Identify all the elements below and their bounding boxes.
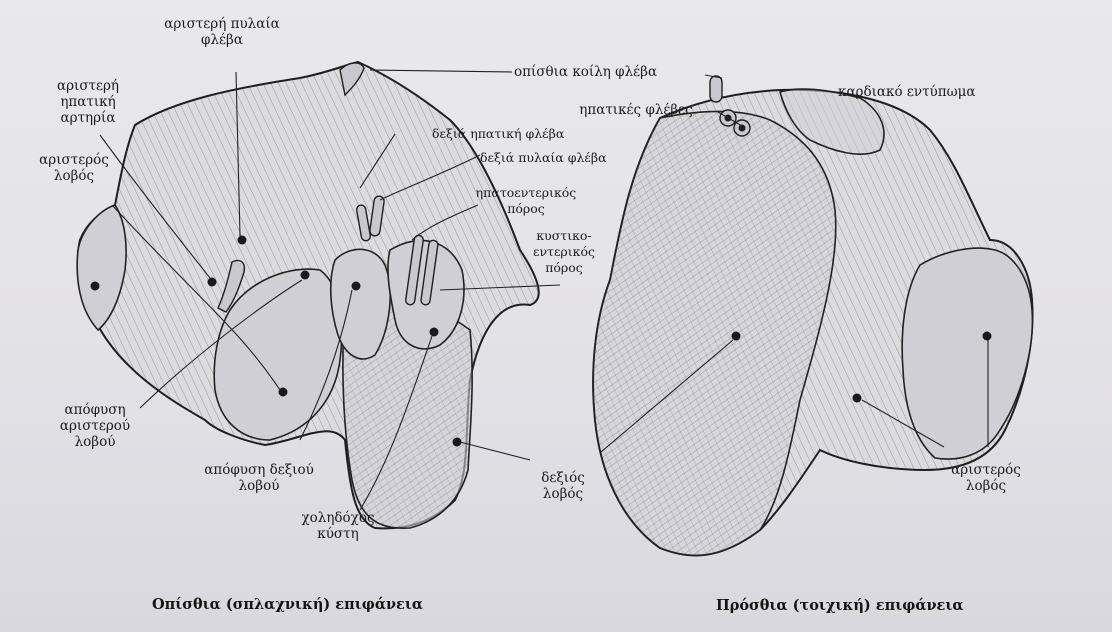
label-left-lobe-process: απόφυση αριστερού λοβού xyxy=(50,402,140,450)
label-right-lobe-process: απόφυση δεξιού λοβού xyxy=(194,462,324,494)
label-posterior-right-lobe: δεξιός λοβός xyxy=(528,470,598,502)
label-left-portal-vein: αριστερή πυλαία φλέβα xyxy=(137,16,307,48)
label-gallbladder: χοληδόχος κύστη xyxy=(298,510,378,542)
caption-posterior-surface: Οπίσθια (σπλαχνική) επιφάνεια xyxy=(152,596,423,613)
label-anterior-left-lobe: αριστερός λοβός xyxy=(946,462,1026,494)
label-hepatic-veins: ηπατικές φλέβες xyxy=(556,102,716,118)
label-posterior-left-lobe: αριστερός λοβός xyxy=(34,152,114,184)
label-cystoenteric-duct: κυστικο- εντερικός πόρος xyxy=(524,228,604,276)
caption-anterior-surface: Πρόσθια (τοιχική) επιφάνεια xyxy=(716,597,964,614)
label-hepatoenteric-duct: ηπατοεντερικός πόρος xyxy=(466,185,586,217)
label-right-portal-vein: δεξιά πυλαία φλέβα xyxy=(480,150,630,166)
label-right-hepatic-vein: δεξιά ηπατική φλέβα xyxy=(432,126,592,142)
label-inferior-vena-cava: οπίσθια κοίλη φλέβα xyxy=(514,64,704,80)
anterior-left-lobe-shape xyxy=(902,248,1032,459)
label-cardiac-impression: καρδιακό εντύπωμα xyxy=(838,84,1038,100)
label-left-hepatic-artery: αριστερή ηπατική αρτηρία xyxy=(48,78,128,126)
